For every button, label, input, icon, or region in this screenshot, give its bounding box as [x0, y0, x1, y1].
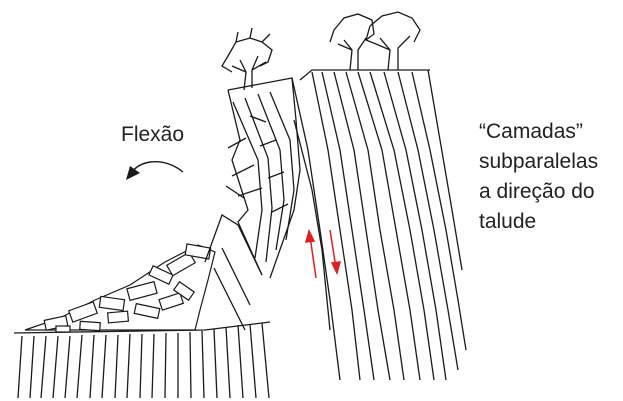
- layers-description-line-1: “Camadas”: [479, 118, 598, 148]
- tree-left: [222, 28, 272, 90]
- layers-description-line-2: subparalelas: [479, 148, 598, 178]
- flexion-label: Flexão: [121, 121, 184, 148]
- tree-right-1: [330, 14, 374, 70]
- cliff-strata: [292, 70, 466, 380]
- layers-description: “Camadas” subparalelas a direção do talu…: [479, 118, 598, 238]
- trees: [222, 12, 420, 90]
- curved-arrow-counterclockwise-icon: [126, 162, 183, 180]
- toppled-columns: [205, 78, 300, 330]
- bedrock-strata: [14, 322, 270, 398]
- tree-right-2: [366, 12, 420, 70]
- layers-description-line-3: a direção do: [479, 178, 598, 208]
- rubble-pile: [25, 244, 215, 332]
- layers-description-line-4: talude: [479, 208, 598, 238]
